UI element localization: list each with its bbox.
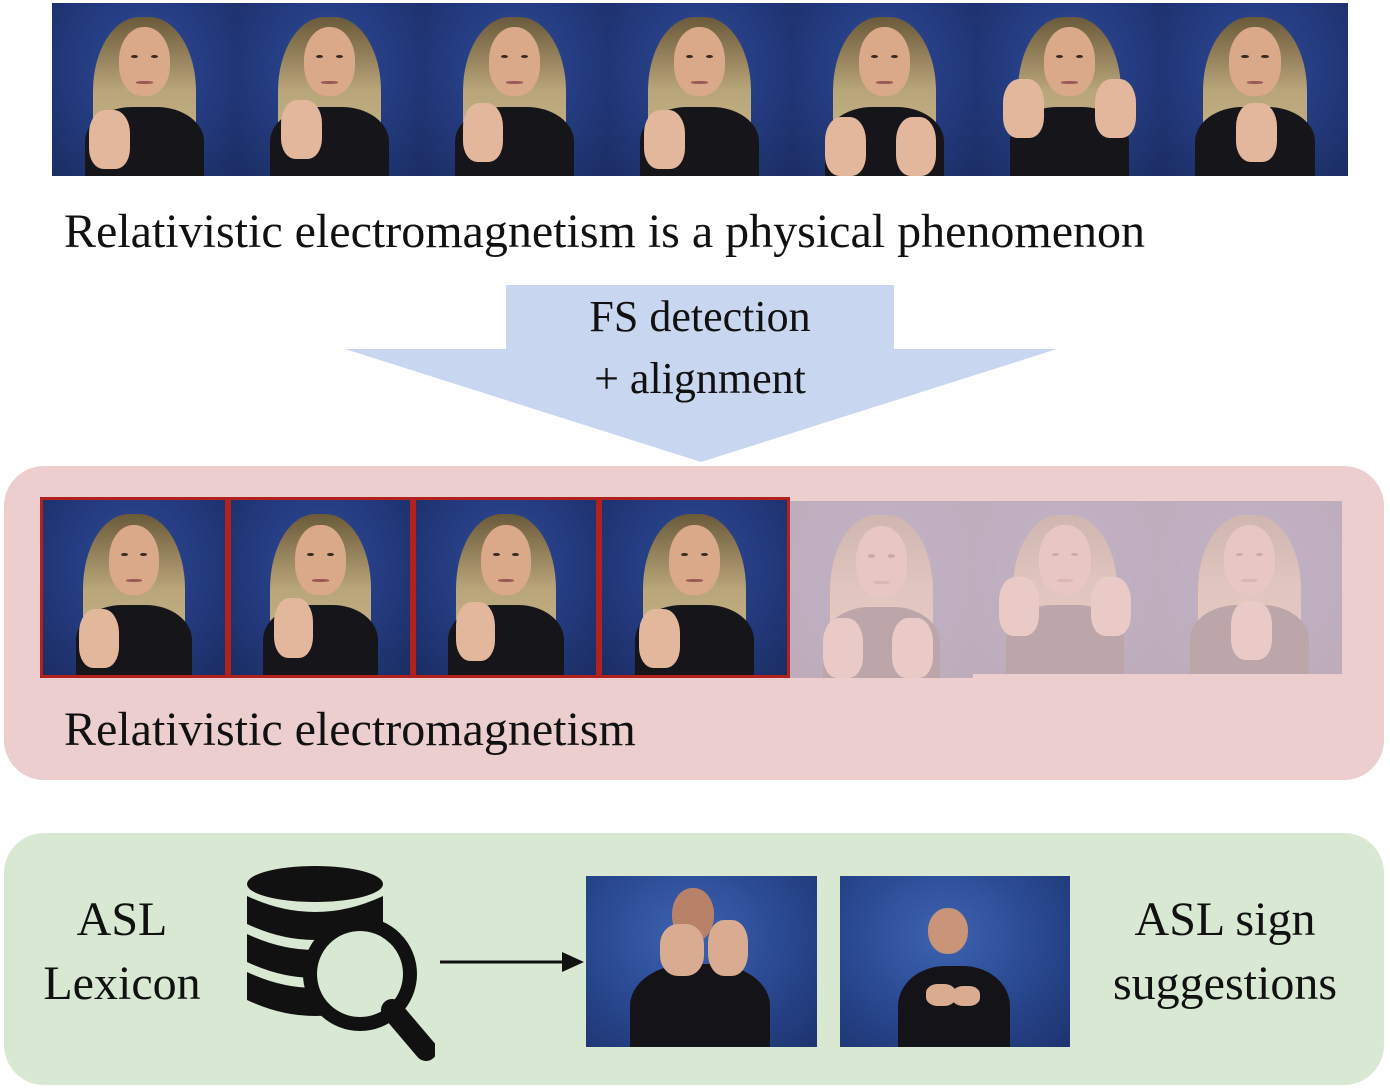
top-frame-1 [52,3,237,176]
database-search-icon [247,866,435,1061]
lexicon-label-line2: Lexicon [43,957,201,1010]
arrow-label-line1: FS detection [589,292,811,341]
process-arrow [345,285,1057,462]
faded-frame-5 [790,501,973,678]
faded-frame-6 [973,501,1157,674]
detected-phrase: Relativistic electromagnetism [64,703,636,756]
top-frame-4 [607,3,792,176]
top-frame-6 [977,3,1162,176]
suggestions-label-line2: suggestions [1112,957,1337,1010]
selected-frame-4 [599,497,790,678]
top-frame-3 [422,3,607,176]
arrow-label-line2: + alignment [594,354,806,403]
selected-frame-3 [413,497,599,678]
down-arrow-icon [345,285,1057,462]
lexicon-label: ASL Lexicon [22,888,222,1016]
faded-frame-7 [1157,501,1342,674]
top-frame-2 [237,3,422,176]
top-frame-strip [52,3,1348,176]
arrow-label: FS detection + alignment [505,286,895,410]
right-arrow-icon [440,952,584,972]
aligned-frame-strip [40,497,1342,678]
sign-suggestion-video-1[interactable] [586,876,817,1047]
sign-suggestion-video-2[interactable] [840,876,1070,1047]
selected-frame-1 [40,497,228,678]
top-frame-7 [1162,3,1348,176]
lexicon-label-line1: ASL [76,893,168,946]
input-sentence: Relativistic electromagnetism is a physi… [64,205,1146,258]
suggestions-label-line1: ASL sign [1134,893,1316,946]
selected-frame-2 [228,497,413,678]
top-frame-5 [792,3,977,176]
suggestions-label: ASL sign suggestions [1090,888,1360,1016]
